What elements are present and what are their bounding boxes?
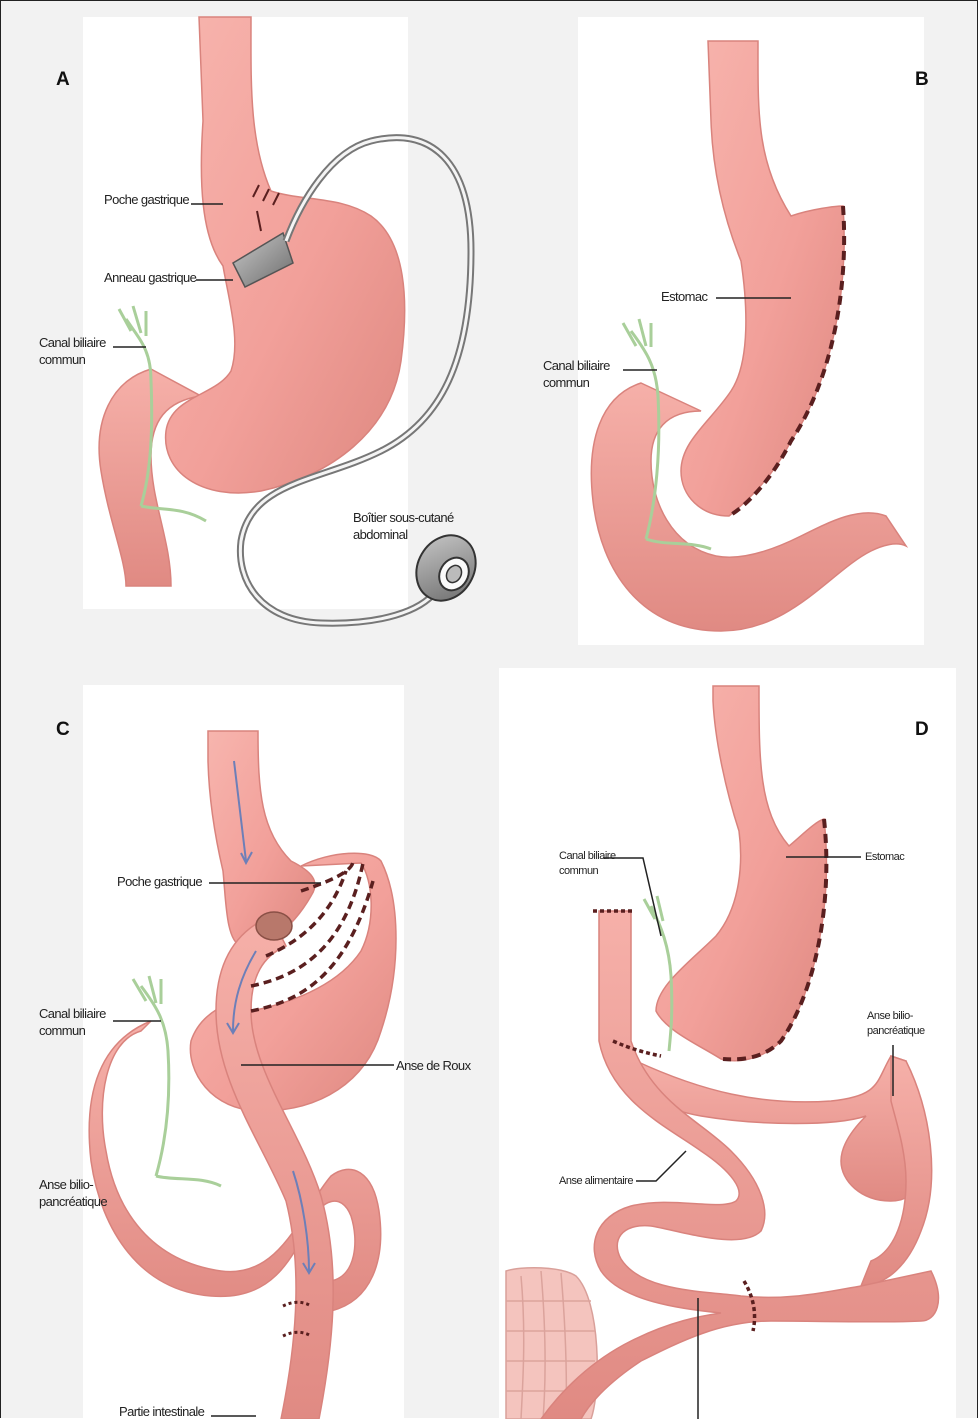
panel-d-label-canal-biliaire-line2: commun xyxy=(559,864,616,879)
panel-d-label-estomac: Estomac xyxy=(865,850,904,865)
panel-a-label-canal-biliaire-line2: commun xyxy=(39,351,106,368)
panel-c-label-anse-de-roux: Anse de Roux xyxy=(396,1057,470,1074)
panel-a-label-canal-biliaire: Canal biliaire commun xyxy=(39,334,106,368)
panel-c-letter: C xyxy=(56,719,70,741)
panel-d-label-anse-alimentaire: Anse alimentaire xyxy=(559,1174,633,1189)
panel-a-label-boitier: Boîtier sous-cutané abdominal xyxy=(353,509,454,543)
panel-c-label-anse-bilio-line1: Anse bilio- xyxy=(39,1176,107,1193)
panel-d-drawing xyxy=(506,686,938,1419)
panel-a-letter: A xyxy=(56,69,70,91)
panel-c-label-anse-bilio-pancreatique: Anse bilio- pancréatique xyxy=(39,1176,107,1210)
panel-c-anastomosis xyxy=(256,912,292,940)
panel-d-label-anse-bilio-line2: pancréatique xyxy=(867,1024,925,1039)
panel-b-label-canal-biliaire: Canal biliaire commun xyxy=(543,357,610,391)
panel-c-gastric-pouch xyxy=(208,731,315,947)
panel-b-sleeve-stomach xyxy=(681,41,844,516)
panel-b-letter: B xyxy=(915,69,929,91)
panel-d-label-anse-bilio-line1: Anse bilio- xyxy=(867,1009,925,1024)
panel-c-label-canal-biliaire: Canal biliaire commun xyxy=(39,1005,106,1039)
panel-d-bile-duct xyxy=(644,896,672,1051)
panel-c-label-anse-bilio-line2: pancréatique xyxy=(39,1193,107,1210)
panel-d-label-anse-bilio-pancreatique: Anse bilio- pancréatique xyxy=(867,1009,925,1039)
panel-a-label-canal-biliaire-line1: Canal biliaire xyxy=(39,334,106,351)
panel-b-label-canal-biliaire-line2: commun xyxy=(543,374,610,391)
panel-d-letter: D xyxy=(915,719,929,741)
panel-b-drawing xyxy=(591,41,906,631)
panel-a-label-anneau-gastrique: Anneau gastrique xyxy=(104,269,196,286)
panel-c-label-canal-biliaire-line1: Canal biliaire xyxy=(39,1005,106,1022)
panel-c-drawing xyxy=(89,731,396,1419)
panel-c-label-canal-biliaire-line2: commun xyxy=(39,1022,106,1039)
panel-c-label-partie-intestinale: Partie intestinale xyxy=(119,1403,204,1420)
panel-a-label-boitier-line2: abdominal xyxy=(353,526,454,543)
panel-a-label-poche-gastrique: Poche gastrique xyxy=(104,191,189,208)
panel-b-label-canal-biliaire-line1: Canal biliaire xyxy=(543,357,610,374)
panel-d-label-canal-biliaire: Canal biliaire commun xyxy=(559,849,616,879)
panel-b-label-estomac: Estomac xyxy=(661,288,707,305)
panel-c-label-poche-gastrique: Poche gastrique xyxy=(117,873,202,890)
panel-a-label-boitier-line1: Boîtier sous-cutané xyxy=(353,509,454,526)
panel-d-label-canal-biliaire-line1: Canal biliaire xyxy=(559,849,616,864)
